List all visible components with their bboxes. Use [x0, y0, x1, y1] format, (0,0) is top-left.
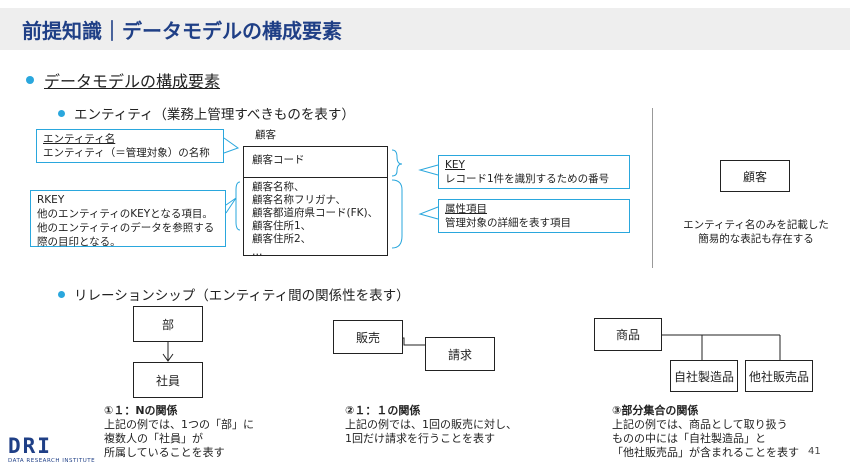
- callout-pointer: [418, 164, 439, 176]
- bullet-dot: [58, 291, 65, 298]
- callout-rkey: RKEY 他のエンティティのKEYとなる項目。 他のエンティティのデータを参照す…: [30, 190, 226, 248]
- callout-entity-name: エンティティ名 エンティティ（＝管理対象）の名称: [36, 129, 224, 163]
- callout-title: 属性項目: [445, 203, 487, 215]
- callout-pointer: [225, 197, 237, 214]
- entity-billing: 請求: [425, 337, 495, 371]
- relationship-heading: リレーションシップ（エンティティ間の関係性を表す）: [74, 288, 410, 304]
- relation-arrow: [162, 353, 174, 362]
- company-logo-subtitle: DATA RESEARCH INSTITUTE: [8, 458, 96, 464]
- note-line: 所属していることを表す: [104, 446, 225, 459]
- callout-pointer: [418, 206, 439, 220]
- entity-attribute: 顧客住所1、: [252, 220, 312, 232]
- callout-title: RKEY: [37, 194, 65, 206]
- entity-sales: 販売: [333, 320, 403, 354]
- note-line: 上記の例では、1つの「部」に: [104, 418, 254, 431]
- note-line: 上記の例では、商品として取り扱う: [612, 418, 788, 431]
- bracket: [391, 149, 403, 177]
- note-one-to-one: ②１：１の関係 上記の例では、1回の販売に対し、 1回だけ請求を行うことを表す: [345, 404, 517, 446]
- entity-heading: エンティティ（業務上管理すべきものを表す）: [74, 107, 355, 123]
- callout-line: 他のエンティティのKEYとなる項目。: [37, 208, 213, 220]
- entity-employee: 社員: [133, 362, 203, 398]
- callout-key: KEY レコード1件を識別するための番号: [438, 155, 630, 189]
- vertical-divider: [652, 108, 653, 268]
- entity-attribute: 顧客名称フリガナ、: [252, 194, 346, 206]
- entity-other-product: 他社販売品: [745, 360, 813, 392]
- callout-attribute: 属性項目 管理対象の詳細を表す項目: [438, 199, 630, 233]
- simple-entity-caption: エンティティ名のみを記載した: [683, 219, 829, 231]
- entity-name-label: 顧客: [255, 129, 276, 141]
- entity-product: 商品: [594, 318, 662, 351]
- entity-box: 顧客コード 顧客名称、 顧客名称フリガナ、 顧客都道府県コード(FK)、 顧客住…: [243, 146, 388, 258]
- title-bar: [0, 8, 850, 50]
- note-line: 「他社販売品」が含まれることを表す: [612, 446, 799, 459]
- note-subset: ③部分集合の関係 上記の例では、商品として取り扱う ものの中には「自社製造品」と…: [612, 404, 799, 460]
- bullet-dot: [26, 76, 34, 84]
- company-logo: DRI: [8, 434, 52, 458]
- bullet-dot: [58, 110, 65, 117]
- entity-attribute: 顧客住所2、: [252, 233, 312, 245]
- entity-department: 部: [133, 306, 203, 342]
- bracket: [391, 179, 403, 249]
- callout-line: 他のエンティティのデータを参照する: [37, 222, 215, 234]
- entity-attribute: 顧客名称、: [252, 181, 305, 193]
- page-title: 前提知識｜データモデルの構成要素: [22, 19, 342, 43]
- note-line: 上記の例では、1回の販売に対し、: [345, 418, 517, 431]
- note-title: ①１：Nの関係: [104, 404, 178, 417]
- callout-line: 際の目印となる。: [37, 236, 121, 248]
- entity-key: 顧客コード: [244, 147, 387, 178]
- callout-body: エンティティ（＝管理対象）の名称: [43, 147, 210, 159]
- page-number: 41: [808, 446, 821, 457]
- note-line: 1回だけ請求を行うことを表す: [345, 432, 495, 445]
- note-title: ③部分集合の関係: [612, 404, 699, 417]
- bracket: [235, 181, 241, 231]
- simple-entity-caption: 簡易的な表記も存在する: [698, 233, 814, 245]
- section-heading: データモデルの構成要素: [44, 72, 221, 91]
- callout-title: KEY: [445, 159, 465, 171]
- callout-title: エンティティ名: [43, 133, 116, 145]
- simple-entity-box: 顧客: [720, 160, 790, 192]
- entity-attribute: 顧客都道府県コード(FK)、: [252, 207, 379, 219]
- note-line: ものの中には「自社製造品」と: [612, 432, 766, 445]
- note-line: 複数人の「社員」が: [104, 432, 203, 445]
- callout-body: 管理対象の詳細を表す項目: [445, 217, 571, 229]
- entity-own-product: 自社製造品: [670, 360, 738, 392]
- entity-attribute: …: [252, 246, 263, 258]
- callout-body: レコード1件を識別するための番号: [445, 173, 610, 185]
- note-title: ②１：１の関係: [345, 404, 421, 417]
- note-one-to-many: ①１：Nの関係 上記の例では、1つの「部」に 複数人の「社員」が 所属しているこ…: [104, 404, 254, 460]
- callout-pointer: [223, 137, 240, 154]
